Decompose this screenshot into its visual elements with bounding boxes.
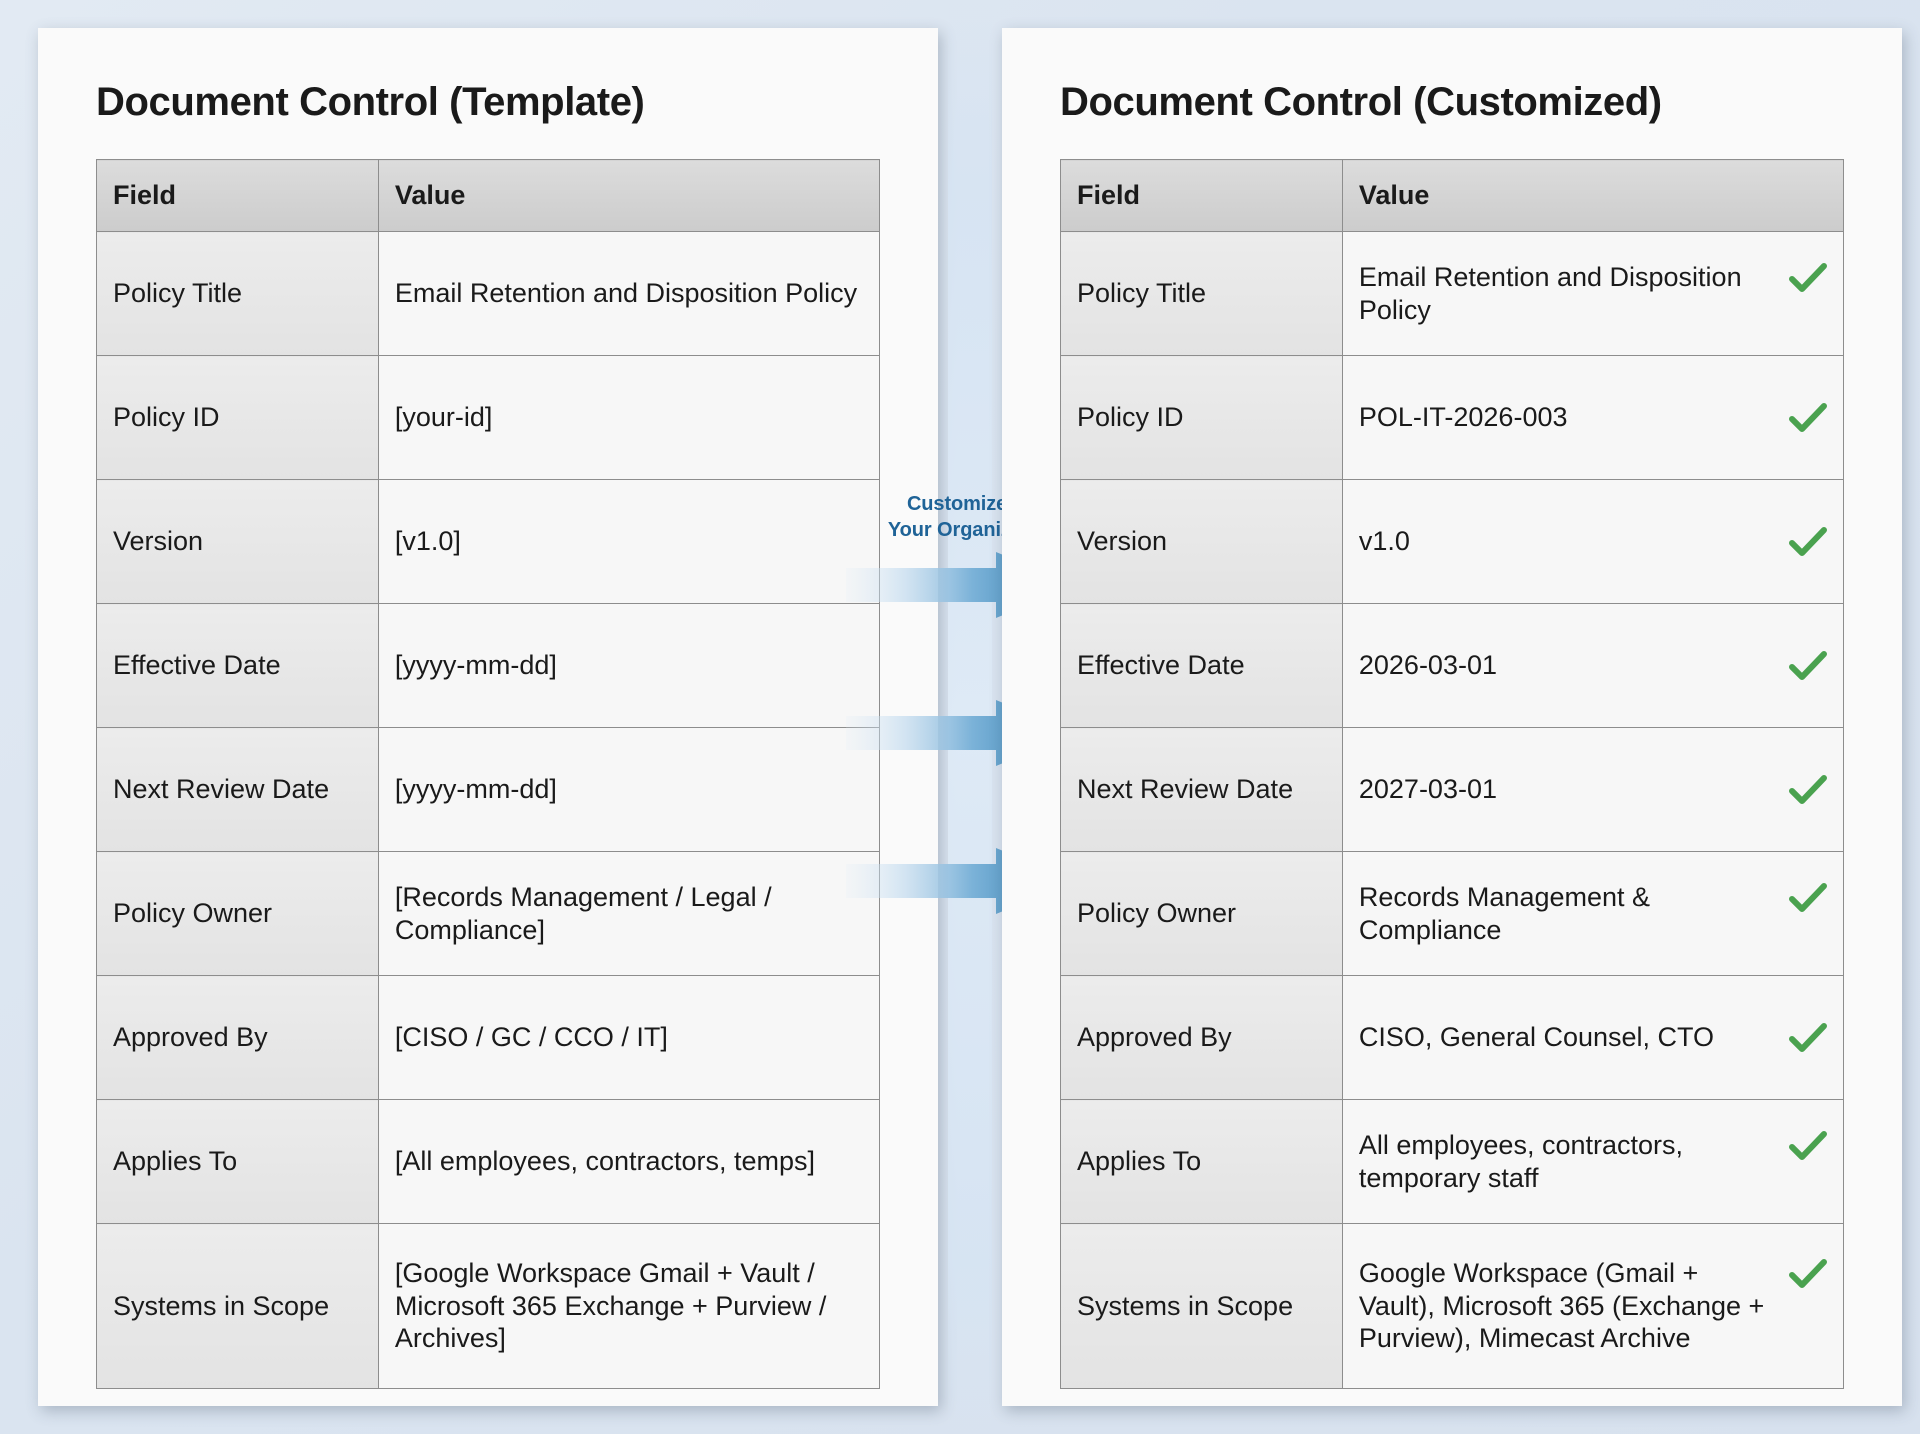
table-row: Approved By[CISO / GC / CCO / IT] xyxy=(96,975,881,1100)
table-row: Systems in Scope[Google Workspace Gmail … xyxy=(96,1223,881,1389)
field-value-text: 2027-03-01 xyxy=(1358,774,1497,805)
check-icon xyxy=(1789,1130,1827,1161)
field-name-cell: Approved By xyxy=(96,975,379,1100)
table-row: Version v1.0 xyxy=(1060,479,1845,604)
table-row: Next Review Date 2027-03-01 xyxy=(1060,727,1845,852)
field-value-cell: Email Retention and Disposition Policy xyxy=(377,231,881,356)
check-icon xyxy=(1789,262,1827,293)
table-row: Policy ID POL-IT-2026-003 xyxy=(1060,355,1845,480)
table-row: Applies To[All employees, contractors, t… xyxy=(96,1099,881,1224)
field-value-text: Google Workspace (Gmail + Vault), Micros… xyxy=(1358,1257,1765,1354)
check-icon xyxy=(1789,1258,1827,1289)
field-name-cell: Applies To xyxy=(96,1099,379,1224)
table-header-row: Field Value xyxy=(96,159,881,232)
field-name-cell: Effective Date xyxy=(96,603,379,728)
field-value-cell: CISO, General Counsel, CTO xyxy=(1341,975,1845,1100)
table-row: Policy Owner[Records Management / Legal … xyxy=(96,851,881,976)
field-name-cell: Version xyxy=(96,479,379,604)
field-value-text: POL-IT-2026-003 xyxy=(1358,402,1568,433)
check-icon xyxy=(1789,651,1827,681)
field-name-cell: Next Review Date xyxy=(96,727,379,852)
field-value-cell: [your-id] xyxy=(377,355,881,480)
check-icon xyxy=(1789,527,1827,557)
field-value-cell: Google Workspace (Gmail + Vault), Micros… xyxy=(1341,1223,1845,1389)
check-icon xyxy=(1789,882,1827,913)
field-value-cell: [All employees, contractors, temps] xyxy=(377,1099,881,1224)
field-name-cell: Effective Date xyxy=(1060,603,1343,728)
field-value-text: Records Management & Compliance xyxy=(1358,881,1651,945)
customized-panel-title: Document Control (Customized) xyxy=(1060,80,1662,124)
field-name-cell: Policy Title xyxy=(96,231,379,356)
field-name-cell: Policy ID xyxy=(1060,355,1343,480)
field-value-cell: All employees, contractors, temporary st… xyxy=(1341,1099,1845,1224)
field-name-cell: Approved By xyxy=(1060,975,1343,1100)
table-header-row: Field Value xyxy=(1060,159,1845,232)
field-value-text: v1.0 xyxy=(1358,526,1410,557)
table-row: Version[v1.0] xyxy=(96,479,881,604)
field-name-cell: Next Review Date xyxy=(1060,727,1343,852)
field-value-text: Email Retention and Disposition Policy xyxy=(1358,261,1742,325)
field-value-cell: v1.0 xyxy=(1341,479,1845,604)
template-panel-title: Document Control (Template) xyxy=(96,80,645,124)
table-row: Effective Date 2026-03-01 xyxy=(1060,603,1845,728)
table-row: Policy ID[your-id] xyxy=(96,355,881,480)
field-value-cell: 2027-03-01 xyxy=(1341,727,1845,852)
column-header-field: Field xyxy=(96,159,379,232)
field-value-cell: Records Management & Compliance xyxy=(1341,851,1845,976)
field-name-cell: Systems in Scope xyxy=(1060,1223,1343,1389)
field-value-cell: [CISO / GC / CCO / IT] xyxy=(377,975,881,1100)
field-name-cell: Policy ID xyxy=(96,355,379,480)
field-value-text: CISO, General Counsel, CTO xyxy=(1358,1022,1715,1053)
template-panel: Document Control (Template) Field Value … xyxy=(38,28,938,1406)
field-value-text: 2026-03-01 xyxy=(1358,650,1497,681)
column-header-field: Field xyxy=(1060,159,1343,232)
table-row: Approved By CISO, General Counsel, CTO xyxy=(1060,975,1845,1100)
table-row: Effective Date[yyyy-mm-dd] xyxy=(96,603,881,728)
field-value-cell: [Records Management / Legal / Compliance… xyxy=(377,851,881,976)
field-value-cell: Email Retention and Disposition Policy xyxy=(1341,231,1845,356)
field-name-cell: Version xyxy=(1060,479,1343,604)
field-value-cell: [v1.0] xyxy=(377,479,881,604)
field-name-cell: Policy Owner xyxy=(96,851,379,976)
column-header-value: Value xyxy=(1341,159,1845,232)
check-icon xyxy=(1789,403,1827,433)
field-value-cell: POL-IT-2026-003 xyxy=(1341,355,1845,480)
field-name-cell: Policy Title xyxy=(1060,231,1343,356)
field-name-cell: Applies To xyxy=(1060,1099,1343,1224)
table-row: Next Review Date[yyyy-mm-dd] xyxy=(96,727,881,852)
check-icon xyxy=(1789,775,1827,805)
field-value-text: All employees, contractors, temporary st… xyxy=(1358,1129,1684,1193)
field-value-cell: 2026-03-01 xyxy=(1341,603,1845,728)
field-name-cell: Systems in Scope xyxy=(96,1223,379,1389)
field-name-cell: Policy Owner xyxy=(1060,851,1343,976)
customized-panel: Document Control (Customized) Field Valu… xyxy=(1002,28,1902,1406)
field-value-cell: [yyyy-mm-dd] xyxy=(377,603,881,728)
field-value-cell: [yyyy-mm-dd] xyxy=(377,727,881,852)
column-header-value: Value xyxy=(377,159,881,232)
check-icon xyxy=(1789,1023,1827,1053)
field-value-cell: [Google Workspace Gmail + Vault / Micros… xyxy=(377,1223,881,1389)
